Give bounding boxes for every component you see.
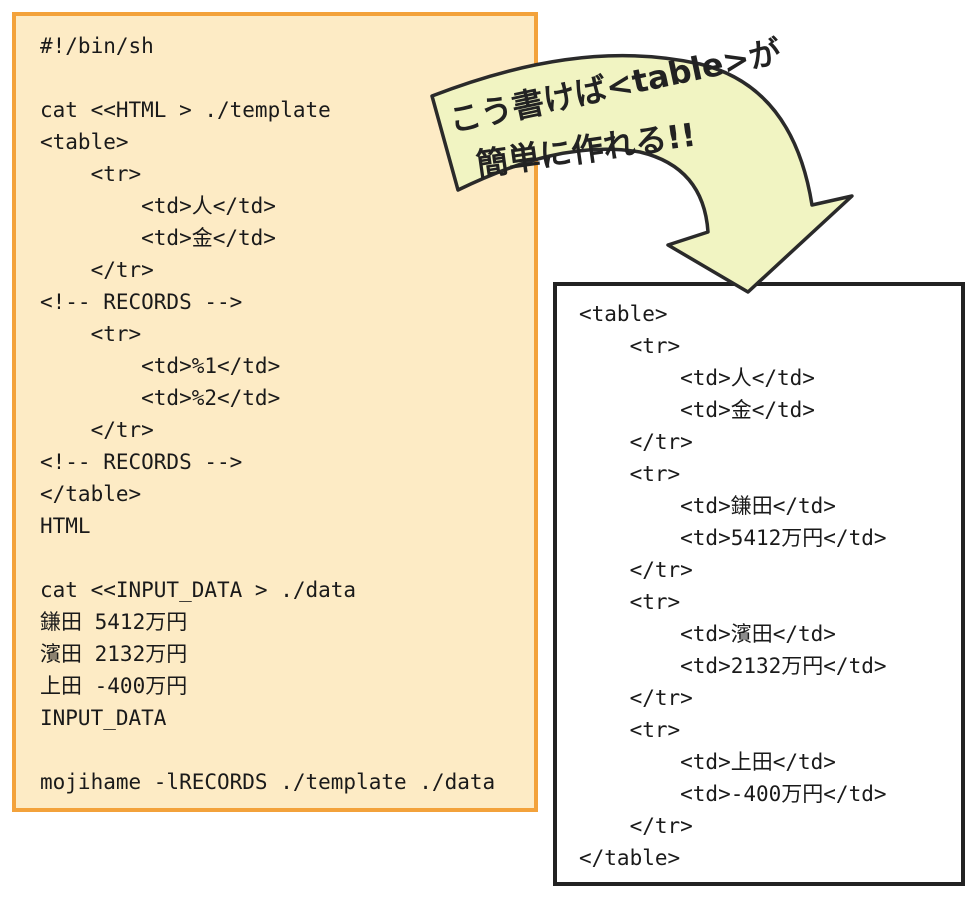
output-line: <tr> [579,590,681,614]
output-line: <td>上田</td> [579,750,836,774]
output-line: <td>5412万円</td> [579,526,887,550]
code-line: 鎌田 5412万円 [40,610,188,634]
output-line: <td>鎌田</td> [579,494,836,518]
output-line: </tr> [579,558,693,582]
code-line: 濱田 2132万円 [40,642,188,666]
code-line: <td>%1</td> [40,354,281,378]
code-line: <tr> [40,162,142,186]
output-line: <table> [579,302,668,326]
output-line: <tr> [579,462,681,486]
output-line: <tr> [579,334,681,358]
code-line: </table> [40,482,142,506]
code-line: <!-- RECORDS --> [40,450,243,474]
code-line: <!-- RECORDS --> [40,290,243,314]
code-line: HTML [40,514,91,538]
code-line: cat <<HTML > ./template [40,98,331,122]
output-line: <td>金</td> [579,398,815,422]
code-line: </tr> [40,258,154,282]
output-line: </tr> [579,814,693,838]
code-line: cat <<INPUT_DATA > ./data [40,578,357,602]
code-line: mojihame -lRECORDS ./template ./data [40,770,496,794]
output-line: <td>2132万円</td> [579,654,887,678]
code-line: <td>%2</td> [40,386,281,410]
code-line: <td>人</td> [40,194,276,218]
code-line: </tr> [40,418,154,442]
output-line: </tr> [579,430,693,454]
code-line: <td>金</td> [40,226,276,250]
output-line: </tr> [579,686,693,710]
output-line: <tr> [579,718,681,742]
shell-script-panel: #!/bin/sh cat <<HTML > ./template <table… [12,12,538,812]
html-output-panel: <table> <tr> <td>人</td> <td>金</td> </tr>… [553,282,965,886]
code-line: <table> [40,130,129,154]
code-line: <tr> [40,322,142,346]
output-line: <td>濱田</td> [579,622,836,646]
code-line: #!/bin/sh [40,34,154,58]
output-line: <td>-400万円</td> [579,782,887,806]
output-line: <td>人</td> [579,366,815,390]
code-line: INPUT_DATA [40,706,167,730]
output-line: </table> [579,846,681,870]
code-line: 上田 -400万円 [40,674,188,698]
